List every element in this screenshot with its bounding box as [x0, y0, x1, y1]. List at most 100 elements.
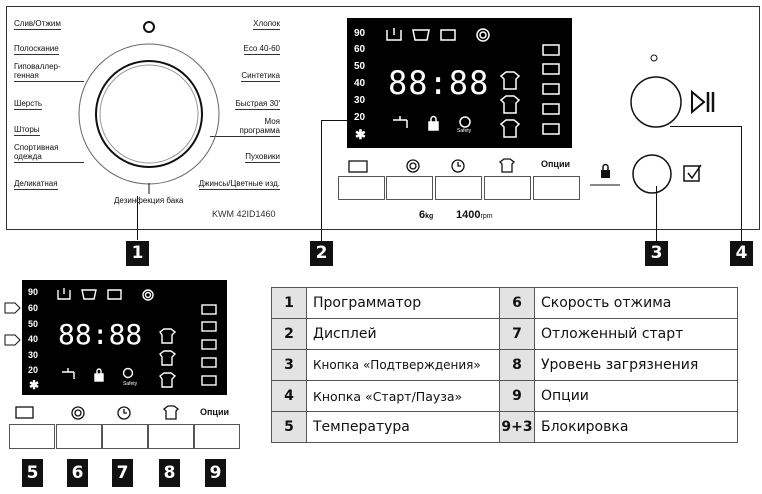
detail-temp-60: 60 — [28, 303, 39, 313]
digit-display: 88:88 — [388, 64, 490, 102]
options-label: Опции — [541, 159, 571, 169]
detail-temp-button[interactable] — [9, 424, 55, 449]
safety-label: Safety — [457, 128, 472, 134]
soil-button[interactable] — [484, 176, 531, 200]
confirm-button — [632, 154, 672, 194]
prog-label-right-3: Быстрая 30' — [235, 99, 280, 110]
temp-60: 60 — [354, 44, 366, 55]
temp-20: 20 — [354, 112, 366, 123]
prog-label-left-3: Шерсть — [14, 99, 43, 110]
detail-temp-30: 30 — [28, 350, 39, 360]
legend-desc: Блокировка — [534, 411, 738, 443]
legend-num: 6 — [499, 287, 535, 319]
legend-num: 7 — [499, 318, 535, 350]
tap-icon — [393, 116, 408, 128]
prog-label-left-5: Спортивная одежда — [14, 143, 84, 163]
lock-indicator-icon — [601, 170, 610, 178]
prog-label-right-1: Eco 40-60 — [243, 44, 280, 55]
right-controls — [590, 54, 715, 194]
callout-8: 8 — [159, 459, 180, 487]
programmer-knob[interactable] — [78, 18, 238, 196]
model-label: KWM 42ID1460 — [212, 209, 276, 219]
safety-icon — [459, 116, 471, 128]
temp-cold: ✱ — [355, 127, 366, 142]
prog-label-right-5: Пуховики — [245, 152, 280, 163]
callout-1: 1 — [126, 241, 149, 266]
prog-label-right-2: Синтетика — [241, 71, 280, 82]
pointer-arrows — [4, 302, 21, 346]
legend-desc: Опции — [534, 380, 738, 412]
spin-kg: 6kg — [419, 209, 434, 221]
temp-icon — [348, 160, 368, 173]
legend-desc: Отложенный старт — [534, 318, 738, 350]
legend-num: 2 — [271, 318, 307, 350]
legend-row: 3 Кнопка «Подтверждения» 8 Уровень загря… — [271, 349, 738, 381]
spin-rpm: 1400rpm — [456, 209, 493, 221]
delay-button[interactable] — [435, 176, 482, 200]
detail-temp-50: 50 — [28, 319, 39, 329]
legend-row: 5 Температура 9+3 Блокировка — [271, 411, 738, 443]
detail-digit-display: 88:88 — [58, 318, 143, 351]
detail-temp-90: 90 — [28, 287, 39, 297]
legend-desc: Кнопка «Подтверждения» — [306, 349, 500, 381]
drop-icon — [412, 29, 430, 41]
legend-desc: Температура — [306, 411, 500, 443]
spin-button[interactable] — [386, 176, 433, 200]
wash-icon — [440, 29, 456, 41]
detail-temp-20: 20 — [28, 365, 39, 375]
temp-40: 40 — [354, 78, 366, 89]
legend-desc: Программатор — [306, 287, 500, 319]
detail-safety-label: Safety — [123, 381, 138, 387]
spin-option-icon — [406, 159, 420, 173]
callout-7: 7 — [112, 459, 133, 487]
detail-temp-cold: ✱ — [29, 378, 40, 392]
options-button[interactable] — [533, 176, 580, 200]
legend-num: 5 — [271, 411, 307, 443]
temp-90: 90 — [354, 28, 366, 39]
detail-options-button[interactable] — [194, 424, 240, 449]
legend-desc: Кнопка «Старт/Пауза» — [306, 380, 500, 412]
callout-9: 9 — [205, 459, 226, 487]
callout-5: 5 — [22, 459, 43, 487]
option-icons — [348, 158, 515, 173]
legend-num: 9 — [499, 380, 535, 412]
callout-4: 4 — [730, 241, 753, 266]
callout-2: 2 — [310, 241, 333, 266]
legend-row: 1 Программатор 6 Скорость отжима — [271, 287, 738, 319]
legend-num: 4 — [271, 380, 307, 412]
prog-label-right-0: Хлопок — [253, 19, 280, 30]
prog-label-left-0: Слив/Отжим — [14, 19, 61, 30]
main-display — [347, 18, 572, 148]
prog-label-left-6: Деликатная — [14, 179, 58, 190]
play-pause-icon — [691, 89, 715, 115]
temp-button[interactable] — [338, 176, 385, 200]
temp-30: 30 — [354, 95, 366, 106]
prog-label-bottom: Дезинфекция бака — [114, 196, 184, 205]
legend-num: 3 — [271, 349, 307, 381]
legend-num: 9+3 — [499, 411, 535, 443]
detail-soil-button[interactable] — [148, 424, 194, 449]
temp-50: 50 — [354, 61, 366, 72]
detail-option-icons — [15, 405, 179, 420]
prog-label-right-6: Джинсы/Цветные изд. — [198, 179, 280, 190]
legend-desc: Уровень загрязнения — [534, 349, 738, 381]
display-icons — [386, 28, 560, 138]
prog-label-left-2: Гиповаллер- генная — [14, 62, 84, 82]
spin-icon — [476, 28, 490, 42]
soil-icon — [499, 158, 515, 173]
detail-temp-40: 40 — [28, 334, 39, 344]
legend-row: 2 Дисплей 7 Отложенный старт — [271, 318, 738, 350]
checkbox-icon — [683, 164, 702, 182]
clock-icon — [451, 159, 465, 173]
legend-num: 1 — [271, 287, 307, 319]
start-pause-button — [630, 76, 682, 128]
prog-label-left-1: Полоскание — [14, 44, 59, 55]
detail-display-icons — [57, 288, 217, 388]
tub-icon — [386, 30, 402, 41]
detail-delay-button[interactable] — [102, 424, 148, 449]
legend-num: 8 — [499, 349, 535, 381]
legend-table: 1 Программатор 6 Скорость отжима 2 Диспл… — [271, 287, 738, 443]
legend-desc: Дисплей — [306, 318, 500, 350]
detail-spin-button[interactable] — [56, 424, 102, 449]
shirt-icon — [499, 71, 521, 90]
